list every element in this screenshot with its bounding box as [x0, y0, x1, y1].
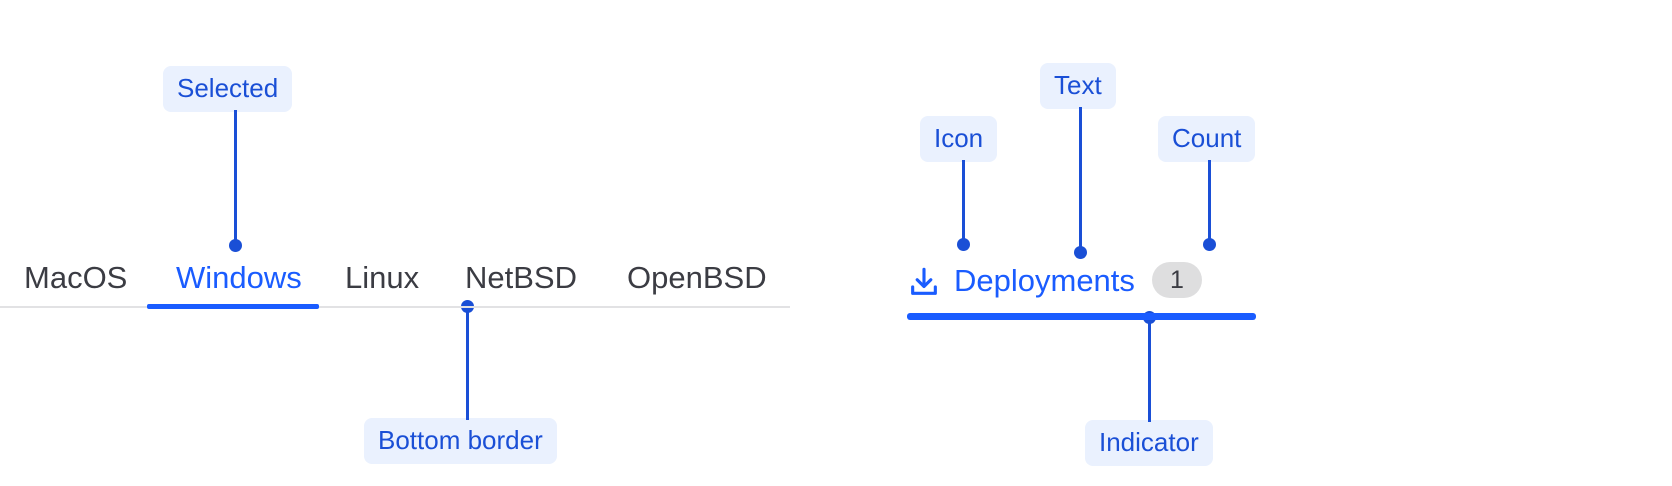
deployments-count-badge: 1: [1151, 262, 1202, 298]
download-icon: [907, 262, 941, 299]
tab-netbsd[interactable]: NetBSD: [465, 260, 577, 295]
tab-linux[interactable]: Linux: [345, 260, 420, 295]
deployments-label: Deployments: [954, 262, 1135, 298]
leader-line-indicator: [1148, 322, 1151, 422]
leader-line-text: [1079, 107, 1082, 249]
tab-macos[interactable]: MacOS: [24, 260, 128, 295]
callout-count: Count: [1158, 116, 1256, 162]
callout-icon: Icon: [920, 116, 998, 162]
tab-bar-divider: [0, 306, 790, 308]
leader-line-count: [1208, 160, 1211, 242]
leader-dot-count: [1203, 238, 1216, 251]
leader-dot-icon: [957, 238, 970, 251]
callout-text: Text: [1040, 63, 1116, 109]
tab-windows-underline: [147, 304, 319, 309]
callout-indicator: Indicator: [1085, 420, 1213, 466]
callout-bottom-border: Bottom border: [364, 418, 557, 464]
leader-dot-text: [1074, 246, 1087, 259]
leader-line-selected: [234, 110, 237, 244]
tab-openbsd[interactable]: OpenBSD: [627, 260, 767, 295]
callout-selected: Selected: [163, 66, 293, 112]
leader-line-bottom-border: [466, 312, 469, 420]
os-tab-bar: MacOS Windows Linux NetBSD OpenBSD: [0, 250, 790, 310]
leader-line-icon: [962, 160, 965, 242]
deployments-indicator: [907, 313, 1256, 320]
tab-windows[interactable]: Windows: [176, 260, 302, 295]
leader-dot-selected: [229, 239, 242, 252]
deployments-tab[interactable]: Deployments 1: [907, 250, 1202, 310]
